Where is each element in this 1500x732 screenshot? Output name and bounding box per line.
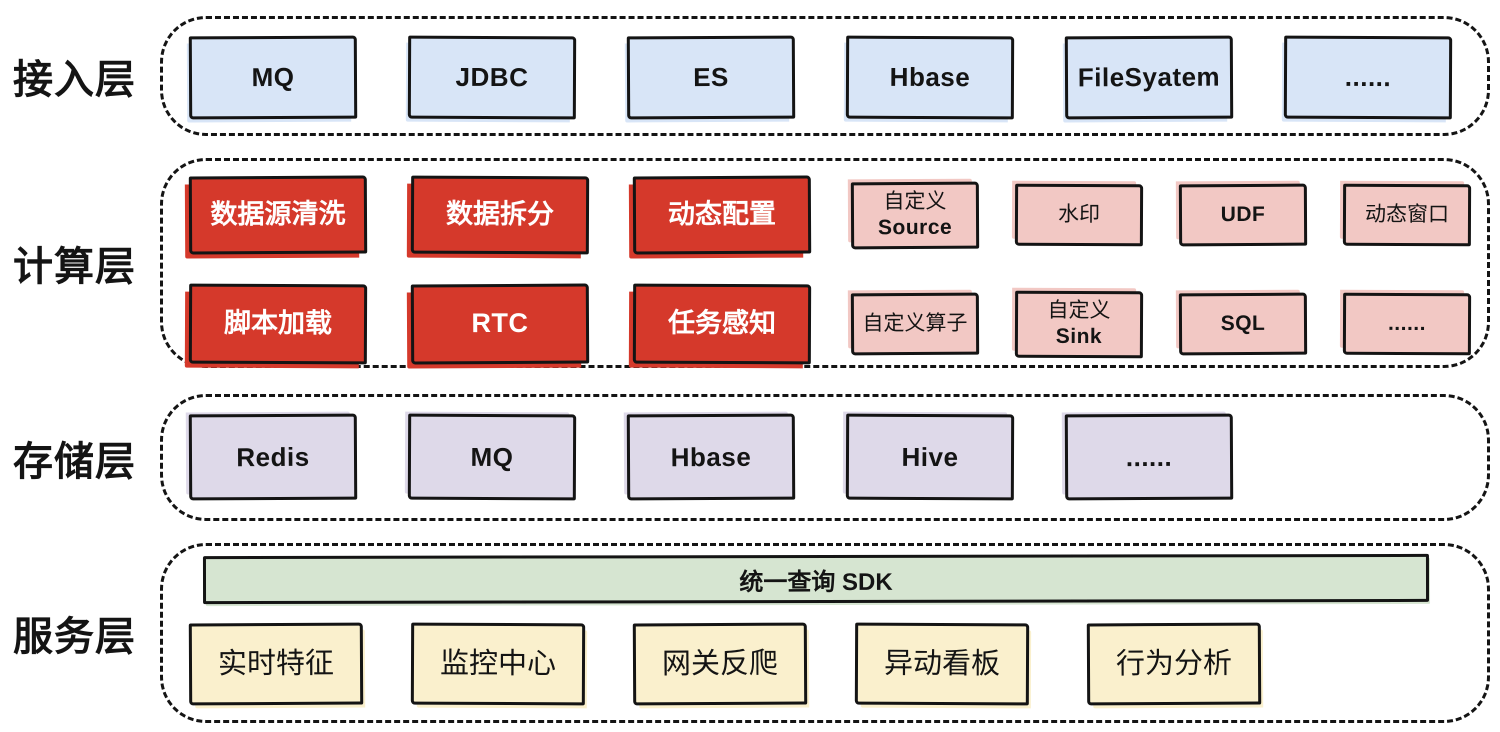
layer-label-compute: 计算层 [13,245,136,289]
box-label: ...... [1344,62,1392,93]
box-label: 实时特征 [217,647,335,681]
layer-label-service: 服务层 [13,615,136,659]
box-label: ...... [1125,441,1173,472]
diagram-box: Hbase [845,35,1015,120]
diagram-box: 监控中心 [410,622,586,706]
diagram-box: UDF [1178,183,1308,247]
box-label: 水印 [1057,202,1101,226]
diagram-box: 异动看板 [854,622,1030,706]
diagram-box: 实时特征 [188,622,364,706]
box-label: 动态窗口 [1364,202,1450,227]
box-label: JDBC [455,62,529,93]
layer-row-service: 服务层 统一查询 SDK 实时特征 监控中心 网关反爬 异动看板 行为分析 [0,543,1490,723]
access-boxes: MQ JDBC ES Hbase FileSyatem...... [163,19,1487,120]
layer-row-access: 接入层 MQ JDBC ES Hbase FileSyatem...... [0,16,1490,136]
box-label: Sink [1055,324,1103,349]
box-label: Source [877,215,953,240]
diagram-box: 动态配置 [632,175,812,255]
diagram-box: 行为分析 [1086,622,1262,706]
diagram-box: MQ [188,35,358,120]
storage-layer-container: Redis MQ Hbase Hive...... [160,394,1490,521]
diagram-box: JDBC [407,35,577,120]
box-label: MQ [470,441,514,472]
diagram-box: ES [626,35,796,120]
diagram-box: 水印 [1014,183,1144,247]
diagram-box: FileSyatem [1064,35,1234,120]
box-label: 自定义 [1047,298,1111,322]
diagram-box: 数据拆分 [410,175,590,255]
box-label: RTC [471,307,529,339]
box-label: MQ [251,62,295,93]
layer-label-access: 接入层 [13,58,136,102]
core-feature-grid: 数据源清洗 数据拆分 动态配置脚本加载 RTC 任务感知 [188,175,812,365]
box-label: 监控中心 [439,647,557,681]
diagram-box: ...... [1342,292,1472,356]
box-label: 动态配置 [667,198,777,230]
box-label: 异动看板 [883,647,1001,681]
layer-row-storage: 存储层 Redis MQ Hbase Hive...... [0,394,1490,521]
diagram-box: 脚本加载 [188,283,368,365]
service-area: 统一查询 SDK 实时特征 监控中心 网关反爬 异动看板 行为分析 [163,546,1487,706]
box-label: Hive [901,441,959,472]
box-label: FileSyatem [1077,61,1221,93]
box-label: UDF [1220,202,1266,226]
diagram-box: 动态窗口 [1342,183,1472,247]
diagram-box: Hbase [626,413,796,501]
diagram-box: ...... [1064,413,1234,501]
box-label: 行为分析 [1115,647,1233,681]
service-layer-container: 统一查询 SDK 实时特征 监控中心 网关反爬 异动看板 行为分析 [160,543,1490,723]
diagram-box: 自定义算子 [850,292,980,356]
service-boxes: 实时特征 监控中心 网关反爬 异动看板 行为分析 [163,622,1262,706]
box-label: 网关反爬 [661,647,779,681]
unified-query-sdk-bar: 统一查询 SDK [202,553,1430,605]
diagram-box: 任务感知 [632,283,812,365]
diagram-box: ...... [1283,35,1453,120]
diagram-box: MQ [407,413,577,501]
box-label: 脚本加载 [223,307,333,339]
access-layer-container: MQ JDBC ES Hbase FileSyatem...... [160,16,1490,136]
box-label: 自定义算子 [862,311,968,336]
diagram-box: Redis [188,413,358,501]
diagram-box: 网关反爬 [632,622,808,706]
box-label: Hbase [670,441,752,472]
box-label: Redis [236,441,310,472]
diagram-box: RTC [410,283,590,365]
diagram-box: 数据源清洗 [188,175,368,255]
layer-label-storage: 存储层 [13,439,136,484]
box-label: 自定义 [883,189,947,213]
diagram-box: SQL [1178,292,1308,356]
box-label: Hbase [889,62,971,93]
diagram-box: Hive [845,413,1015,501]
box-label: 数据源清洗 [210,198,346,230]
box-label: 任务感知 [667,307,777,339]
storage-boxes: Redis MQ Hbase Hive...... [163,397,1487,501]
box-label: ...... [1387,311,1427,335]
box-label: 数据拆分 [445,198,555,230]
box-label: ES [693,62,729,93]
box-label: SQL [1220,311,1266,335]
